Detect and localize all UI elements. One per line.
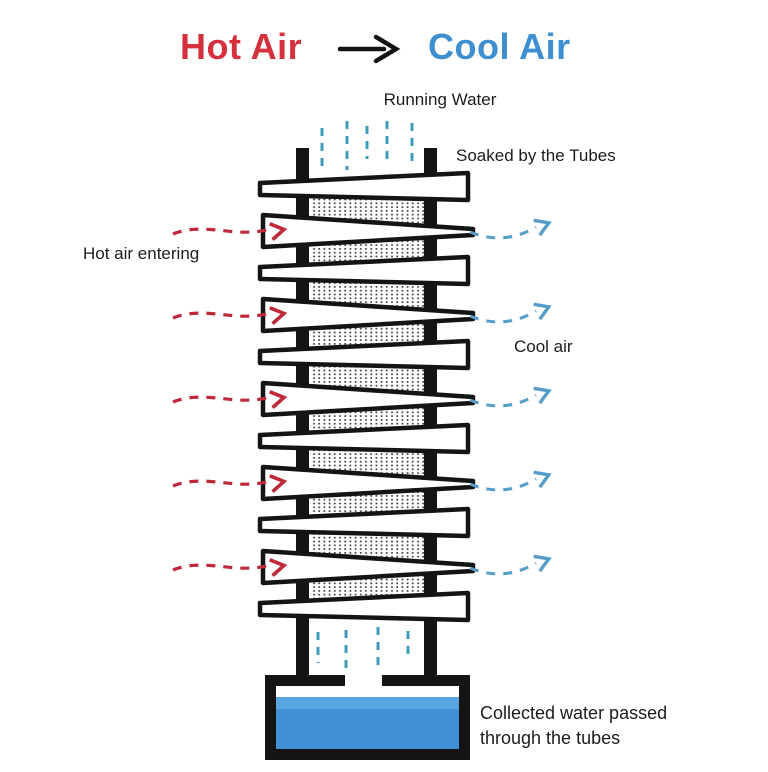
cool-air-label: Cool air [514, 337, 573, 356]
tube-taper-right [257, 422, 471, 455]
cool-air-arrowhead [533, 218, 552, 237]
tube-taper-left [260, 212, 476, 250]
tube-taper-right [257, 170, 471, 203]
hot-air-arrowhead [269, 558, 288, 577]
hot-air-arrow-line [172, 395, 271, 404]
tank-water [276, 709, 459, 749]
tank-water-surface [276, 697, 459, 709]
hot-air-arrows [172, 222, 288, 577]
hot-air-arrow-line [172, 563, 271, 572]
cool-air-arrows [469, 218, 552, 576]
water-drips-bottom [316, 627, 410, 671]
tube-taper-left [260, 296, 476, 334]
arrow-head [373, 34, 401, 64]
cool-air-arrowhead [533, 554, 552, 573]
collected-water-line1: Collected water passed [480, 703, 668, 723]
tube-taper-left [260, 464, 476, 502]
cool-air-arrow-line [469, 225, 537, 240]
cool-air-arrow-line [469, 309, 537, 324]
collection-tank [265, 673, 470, 760]
cool-air-arrowhead [533, 386, 552, 405]
cool-air-arrowhead [533, 302, 552, 321]
collected-water-line2: through the tubes [480, 728, 621, 748]
cool-air-arrowhead [533, 470, 552, 489]
tube-taper-left [260, 548, 476, 586]
hot-air-arrowhead [269, 222, 288, 241]
soaked-by-tubes-label: Soaked by the Tubes [456, 146, 616, 165]
hot-air-arrowhead [269, 390, 288, 409]
tube-stack [257, 170, 476, 623]
running-water-label: Running Water [383, 90, 497, 109]
collected-water-label: Collected water passed through the tubes [480, 701, 690, 751]
hot-air-arrowhead [269, 474, 288, 493]
tube-taper-right [257, 506, 471, 539]
cool-air-arrow-line [469, 561, 537, 576]
cool-air-arrow-line [469, 393, 537, 408]
hot-air-arrow-line [172, 311, 271, 320]
hot-air-arrow-line [172, 479, 271, 488]
cool-air-title: Cool Air [428, 26, 571, 67]
tube-taper-right [257, 254, 471, 287]
water-drips-top [320, 121, 414, 170]
tube-taper-right [257, 590, 471, 623]
hot-air-arrow-line [172, 227, 271, 236]
cool-air-arrow-line [469, 477, 537, 492]
tank-inlet-gap [345, 673, 382, 687]
hot-air-arrowhead [269, 306, 288, 325]
hot-air-title: Hot Air [180, 26, 303, 67]
tube-taper-right [257, 338, 471, 371]
tube-taper-left [260, 380, 476, 418]
right-arrow-icon [337, 34, 401, 64]
hot-air-entering-label: Hot air entering [83, 244, 200, 263]
